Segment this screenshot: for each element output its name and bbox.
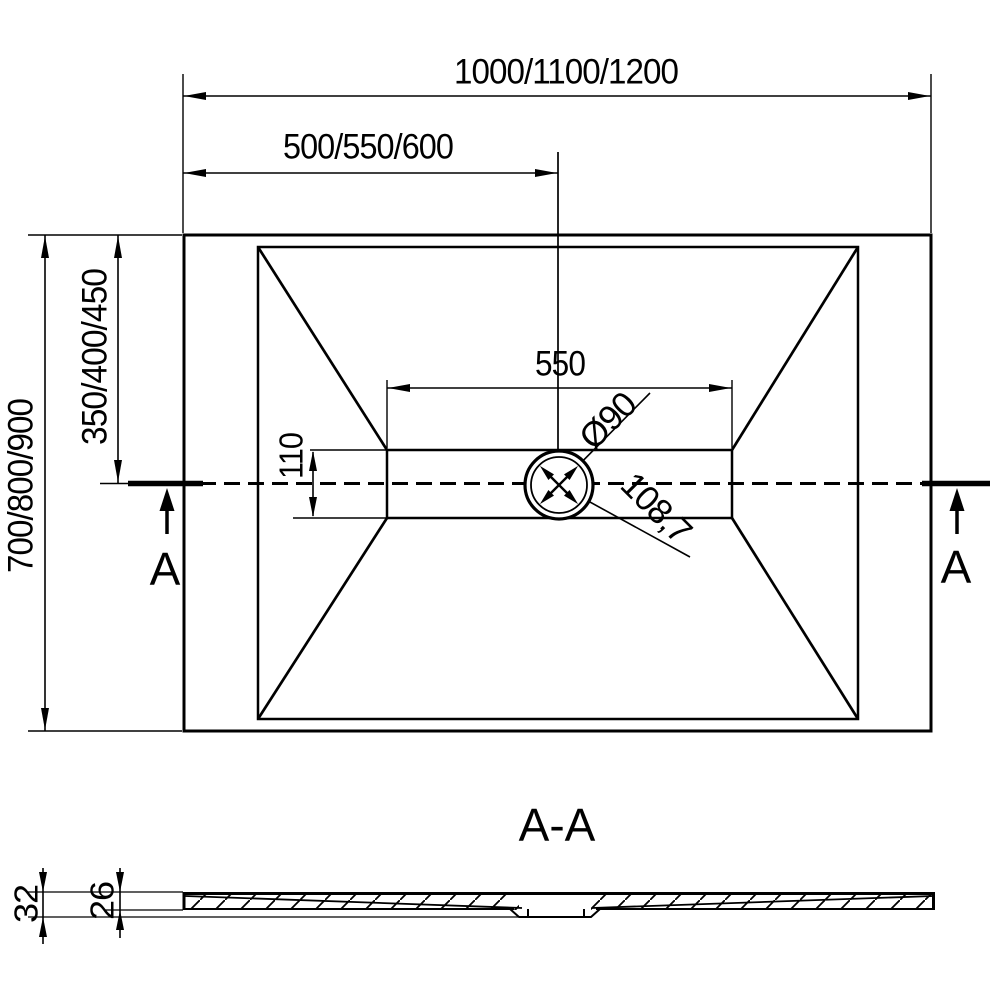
- arrowhead: [184, 169, 206, 177]
- dim-channel-width: 550: [387, 345, 732, 392]
- dim-channel-width-label: 550: [535, 345, 585, 384]
- arrowhead: [388, 384, 410, 392]
- dim-overall-depth: 700/800/900: [2, 235, 49, 731]
- slope-line-left: [184, 895, 523, 909]
- drain-cross-arrows: [548, 474, 570, 496]
- dim-center-depth: 350/400/450: [76, 235, 122, 483]
- dim-center-depth-label: 350/400/450: [76, 268, 115, 445]
- slope-line-right: [591, 895, 934, 909]
- view-direction-arrow-right: [949, 488, 965, 534]
- dim-overall-width-label: 1000/1100/1200: [454, 53, 679, 92]
- arrowhead: [116, 910, 124, 930]
- dim-total-height: 32: [8, 868, 47, 944]
- dim-channel-depth: 110: [273, 432, 317, 517]
- arrowhead: [184, 92, 206, 100]
- dim-drain-diameter-label: Ø90: [572, 385, 645, 458]
- dim-channel-depth-label: 110: [273, 432, 310, 479]
- view-direction-arrow-left: [159, 488, 175, 534]
- arrowhead: [309, 497, 317, 517]
- plan-view: 1000/1100/1200 500/550/600 700/800/900 3…: [2, 53, 990, 733]
- dim-tray-height: 26: [84, 868, 124, 938]
- arrowhead: [41, 708, 49, 730]
- section-extension-lines: [28, 891, 518, 918]
- dim-tray-height-label: 26: [84, 882, 121, 920]
- section-view: A-A: [8, 799, 935, 944]
- arrowhead: [39, 872, 47, 892]
- arrowhead: [114, 460, 122, 482]
- drain: Ø90 108,7: [523, 385, 699, 558]
- dim-center-width: 500/550/600: [183, 128, 558, 177]
- section-tray-body: [182, 892, 935, 918]
- arrowhead: [116, 872, 124, 892]
- arrowhead: [41, 236, 49, 258]
- section-title: A-A: [519, 799, 596, 851]
- drain-inner-circle: [530, 456, 588, 514]
- dim-overall-width: 1000/1100/1200: [183, 53, 931, 100]
- arrowhead: [709, 384, 731, 392]
- dim-overall-depth-label: 700/800/900: [2, 398, 41, 573]
- drain-recess: [509, 908, 601, 918]
- arrowhead: [908, 92, 930, 100]
- section-marker-right-label: A: [941, 541, 972, 593]
- section-marker-left-label: A: [150, 543, 181, 595]
- dim-center-width-label: 500/550/600: [283, 128, 453, 167]
- arrowhead: [39, 917, 47, 937]
- section-cut-line: A A: [128, 480, 990, 595]
- extension-lines: [28, 74, 932, 732]
- dim-total-height-label: 32: [8, 885, 45, 923]
- slope-diagonals: [256, 246, 860, 720]
- arrowhead: [309, 451, 317, 471]
- arrowhead: [114, 236, 122, 258]
- arrowhead: [535, 169, 557, 177]
